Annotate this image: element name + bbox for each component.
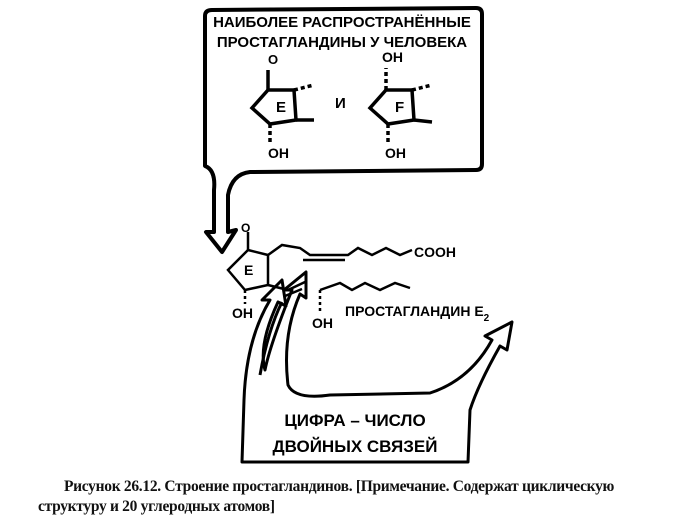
ring-e-structure [249, 70, 315, 142]
top-callout-tail-inner [206, 167, 215, 191]
pge2-ring-label: E [244, 262, 253, 278]
top-callout-box [203, 6, 484, 254]
top-title-line1: НАИБОЛЕЕ РАСПРОСТРАНЁННЫЕ [213, 14, 471, 31]
ring-e-oxo: O [268, 52, 278, 67]
pge2-hydroxyl-ring: OH [232, 305, 253, 321]
pge2-structure [226, 232, 413, 312]
ring-e-hydroxyl: OH [268, 145, 289, 161]
conjunction-and: И [335, 95, 346, 112]
pge2-name: ПРОСТАГЛАНДИН E2 [345, 303, 490, 324]
caption-line2: структуру и 20 углеродных атомов] [38, 498, 275, 515]
top-title-line2: ПРОСТАГЛАНДИНЫ У ЧЕЛОВЕКА [217, 34, 467, 51]
pge2-hydroxyl-chain: OH [312, 315, 333, 331]
ring-f-hydroxyl-bottom: OH [385, 145, 406, 161]
caption-line1: Рисунок 26.12. Строение простагландинов.… [64, 478, 615, 495]
bottom-text-line1: ЦИФРА – ЧИСЛО [284, 411, 425, 430]
bottom-text-line2: ДВОЙНЫХ СВЯЗЕЙ [273, 437, 438, 456]
pge2-acid-group: COOH [414, 244, 456, 260]
ring-e-label: E [276, 99, 286, 116]
ring-f-hydroxyl-top: OH [382, 49, 403, 65]
pge2-oxo: O [241, 221, 250, 235]
ring-f-structure [367, 68, 433, 142]
bottom-callout-box [240, 270, 514, 464]
ring-f-label: F [395, 99, 404, 116]
